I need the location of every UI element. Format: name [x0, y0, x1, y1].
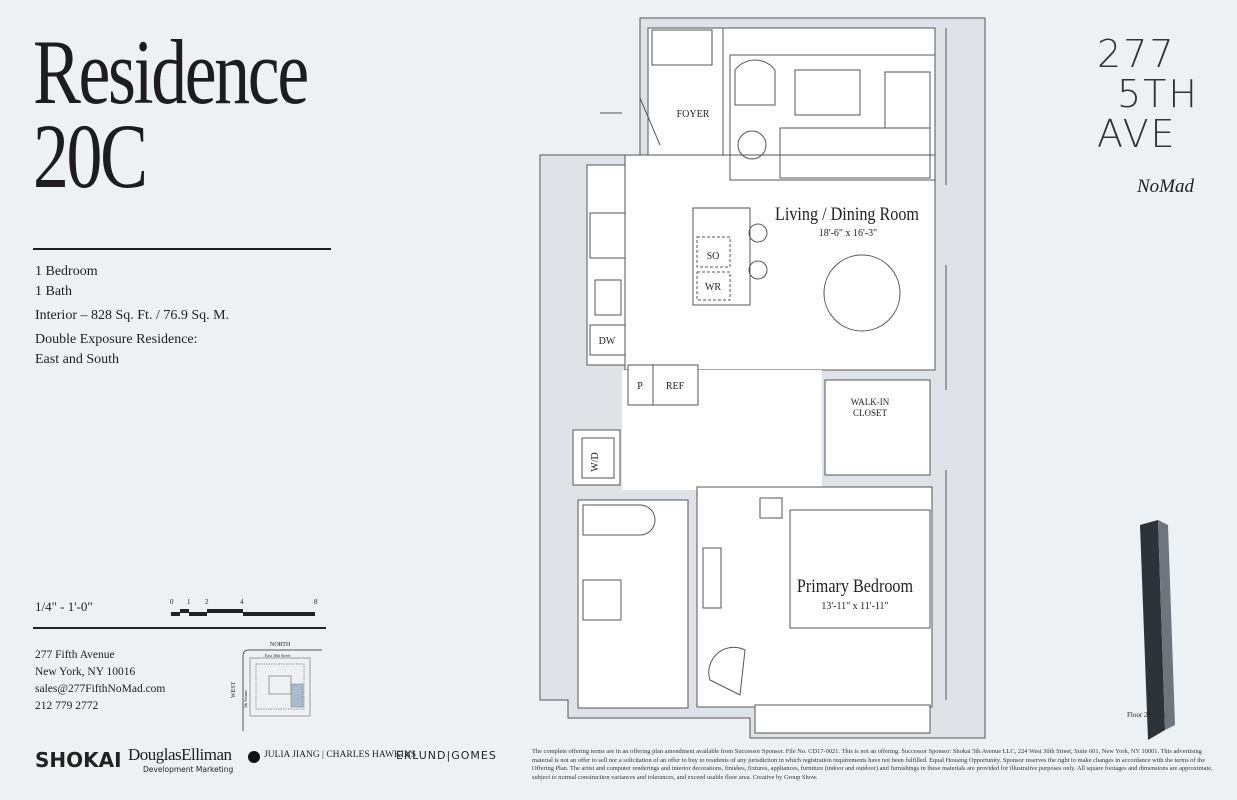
- floor-label: Floor 20: [1127, 711, 1151, 719]
- title-line1: Residence: [33, 21, 309, 123]
- address-line1: 277 Fifth Avenue: [35, 649, 115, 661]
- divider: [33, 248, 331, 250]
- brand-logo: 277 5TH AVE: [1097, 34, 1199, 154]
- eklund-gomes-logo: EKLUND|GOMES: [396, 749, 497, 762]
- west-label: WEST: [231, 681, 237, 698]
- key-map: NORTH WEST East 30th Street 5th Avenue: [231, 642, 322, 731]
- scale-tick: 0: [170, 598, 174, 606]
- phone: 212 779 2772: [35, 700, 99, 712]
- north-label: NORTH: [270, 642, 291, 648]
- scale-tick: 1: [187, 598, 191, 606]
- title-line2: 20C: [33, 105, 148, 207]
- dw-label: DW: [599, 336, 616, 347]
- closet-label: CLOSET: [853, 408, 888, 418]
- avenue-label: 5th Avenue: [243, 690, 248, 708]
- scale-tick: 4: [240, 598, 244, 606]
- brand-line1: 277: [1097, 32, 1176, 76]
- brand-line2: 5TH: [1117, 72, 1199, 116]
- exposure-dirs: East and South: [35, 352, 119, 367]
- divider: [33, 627, 326, 629]
- bedroom-label: Primary Bedroom: [797, 575, 913, 597]
- scale-bar: 0 1 2 4 8: [170, 598, 318, 616]
- exposure: Double Exposure Residence:: [35, 332, 198, 347]
- street-label: East 30th Street: [265, 653, 291, 658]
- email-link[interactable]: sales@277FifthNoMad.com: [35, 683, 166, 695]
- contact: 277 Fifth Avenue New York, NY 10016 sale…: [35, 647, 165, 715]
- jiang-hawkins-logo: JULIA JIANG | CHARLES HAWKINS: [264, 750, 417, 760]
- floor-plan: FOYER Living / Dining Room 18'-6" x 16'-…: [539, 17, 986, 739]
- wd-closet: [572, 429, 621, 486]
- ref-label: REF: [666, 381, 685, 392]
- bathroom: [577, 499, 689, 709]
- primary-bedroom: [696, 486, 933, 708]
- living-dimensions: 18'-6" x 16'-3": [819, 228, 877, 239]
- legal-disclaimer: The complete offering terms are in an of…: [532, 748, 1213, 781]
- so-label: SO: [707, 251, 720, 262]
- building-tower-icon: [1140, 520, 1175, 740]
- scale-tick: 8: [314, 598, 318, 606]
- douglas-elliman-sub: Development Marketing: [143, 765, 234, 774]
- scale-tick: 2: [205, 598, 209, 606]
- kitchen-counter: [586, 164, 626, 366]
- address-line2: New York, NY 10016: [35, 666, 136, 678]
- baths: 1 Bath: [35, 284, 72, 299]
- wd-label: W/D: [590, 452, 601, 471]
- scale-label: 1/4" - 1'-0": [35, 599, 93, 614]
- jiang-hawkins-mark: [248, 751, 260, 763]
- hallway: [622, 418, 822, 490]
- unit-details: 1 Bedroom 1 Bath Interior – 828 Sq. Ft. …: [35, 262, 229, 370]
- interior-area: Interior – 828 Sq. Ft. / 76.9 Sq. M.: [35, 308, 230, 323]
- foyer-label: FOYER: [677, 109, 710, 120]
- living-dining: [624, 154, 936, 371]
- brand-line3: AVE: [1097, 112, 1177, 156]
- bedrooms: 1 Bedroom: [35, 264, 98, 279]
- unit-highlight: [290, 683, 304, 708]
- pantry-label: P: [637, 381, 643, 392]
- living-label: Living / Dining Room: [775, 203, 919, 225]
- wr-label: WR: [705, 282, 721, 293]
- residence-title: Residence 20C: [33, 21, 309, 207]
- walkin-label: WALK-IN: [851, 397, 890, 407]
- neighborhood: NoMad: [1137, 176, 1194, 197]
- douglas-elliman-logo: DouglasElliman: [128, 745, 232, 764]
- shokai-logo: SHOKAI: [35, 748, 122, 772]
- pantry-ref: [627, 364, 699, 406]
- walk-in-closet: [824, 379, 931, 476]
- bedroom-dimensions: 13'-11" x 11'-11": [821, 601, 888, 612]
